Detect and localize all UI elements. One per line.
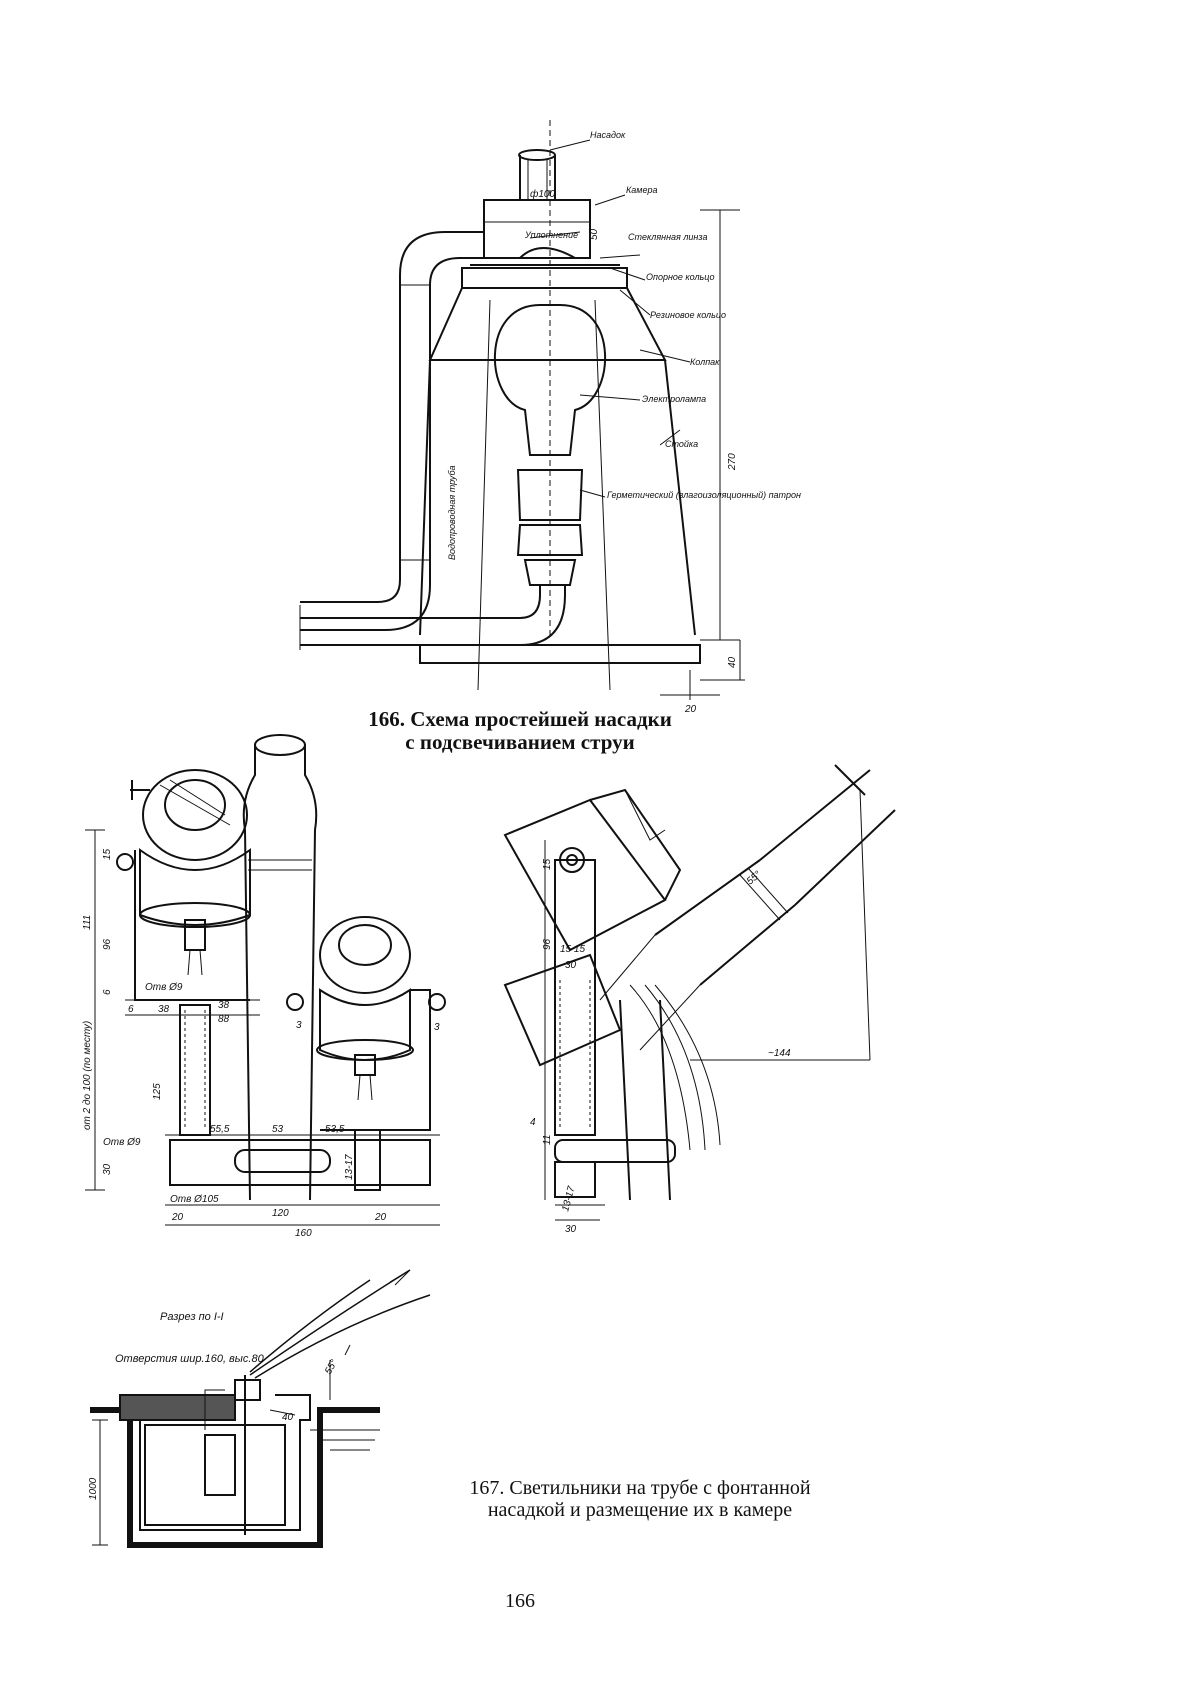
- dim-otv105: Отв Ø105: [170, 1194, 219, 1205]
- label-socket: Герметический (влагоизоляционный) патрон: [607, 490, 801, 500]
- dim-20a: 20: [171, 1212, 184, 1223]
- figure-167-front-view: 15 111 96 6 Отв Ø9 6 38 38 88 3 3 125 от…: [82, 734, 446, 1239]
- dim-30: 30: [102, 1163, 113, 1175]
- dim-ot2: от 2 до 100 (по месту): [82, 1021, 93, 1130]
- dim-20b: 20: [374, 1212, 387, 1223]
- label-kolpak: Колпак: [690, 357, 720, 367]
- label-rubber-ring: Резиновое кольцо: [650, 310, 726, 320]
- dim-d100: ф100: [530, 188, 555, 200]
- dim-6b: 6: [128, 1004, 134, 1015]
- dim-38b: 38: [218, 1000, 230, 1011]
- label-stand: Стойка: [665, 439, 698, 449]
- label-kamera: Камера: [626, 185, 658, 195]
- dim-3b: 3: [434, 1022, 440, 1033]
- dim-160: 160: [295, 1228, 312, 1239]
- dim-40: 40: [727, 656, 738, 668]
- dim-6: 6: [102, 989, 113, 995]
- dim-111: 111: [82, 915, 93, 930]
- dim-55-5: 55,5: [210, 1124, 230, 1135]
- label-lens: Стеклянная линза: [628, 232, 707, 242]
- dim-13-17: 13-17: [344, 1154, 355, 1180]
- side-dim-55deg: 55°: [745, 869, 764, 887]
- figure-167-caption-line2: насадкой и размещение их в камере: [487, 1499, 793, 1521]
- side-dim-4: 4: [530, 1117, 536, 1128]
- figure-167-caption-line1: 167. Светильники на трубе с фонтанной: [469, 1477, 811, 1499]
- dim-otv9-bottom: Отв Ø9: [103, 1137, 141, 1148]
- dim-120: 120: [272, 1208, 289, 1219]
- dim-53: 53: [272, 1124, 284, 1135]
- label-uplotnenie: Уплотнение: [524, 230, 578, 240]
- side-dim-96: 96: [542, 938, 553, 950]
- opening-label: Отверстия шир.160, выс.80: [115, 1353, 265, 1365]
- section-dim-55deg: 55°: [323, 1358, 340, 1377]
- label-nasadok: Насадок: [590, 130, 626, 140]
- dim-otv9-top: Отв Ø9: [145, 982, 183, 993]
- dim-125: 125: [152, 1083, 163, 1100]
- side-dim-30b: 30: [565, 1224, 577, 1235]
- figure-166-caption-line2: с подсвечиванием струи: [405, 730, 635, 754]
- dim-20: 20: [684, 704, 697, 715]
- side-dim-15-15: 15 15: [560, 944, 585, 955]
- dim-53-5: 53,5: [325, 1124, 345, 1135]
- dim-3a: 3: [296, 1020, 302, 1031]
- side-dim-13-17: 13-17: [560, 1185, 577, 1213]
- figure-167-caption: 167. Светильники на трубе с фонтанной на…: [420, 1477, 860, 1521]
- side-dim-15: 15: [542, 858, 553, 870]
- dim-38a: 38: [158, 1004, 170, 1015]
- figure-167-chamber-section: Разрез по I-I Отверстия шир.160, выс.80 …: [88, 1269, 431, 1548]
- figure-167-side-view: 15 55° 96 15 15 30 ~144 4 11 13-17 30: [503, 764, 896, 1235]
- side-dim-11: 11: [542, 1135, 553, 1145]
- label-water-pipe: Водопроводная труба: [447, 465, 457, 560]
- figure-166-caption: 166. Схема простейшей насадки с подсвечи…: [330, 708, 710, 754]
- label-lamp: Электролампа: [642, 394, 706, 404]
- side-dim-30: 30: [565, 960, 577, 971]
- dim-270: 270: [727, 453, 738, 471]
- section-dim-1000: 1000: [88, 1477, 99, 1500]
- dim-15: 15: [102, 848, 113, 860]
- dim-96: 96: [102, 938, 113, 950]
- section-title: Разрез по I-I: [160, 1311, 224, 1323]
- page-number: 166: [505, 1590, 535, 1612]
- figure-166-caption-line1: 166. Схема простейшей насадки: [368, 707, 672, 731]
- label-support-ring: Опорное кольцо: [646, 272, 714, 282]
- side-dim-144: ~144: [768, 1048, 791, 1059]
- section-dim-40: 40: [282, 1412, 294, 1423]
- figure-166-drawing: Насадок Камера Уплотнение Стеклянная лин…: [299, 120, 801, 715]
- dim-50: 50: [589, 228, 600, 240]
- dim-88: 88: [218, 1014, 230, 1025]
